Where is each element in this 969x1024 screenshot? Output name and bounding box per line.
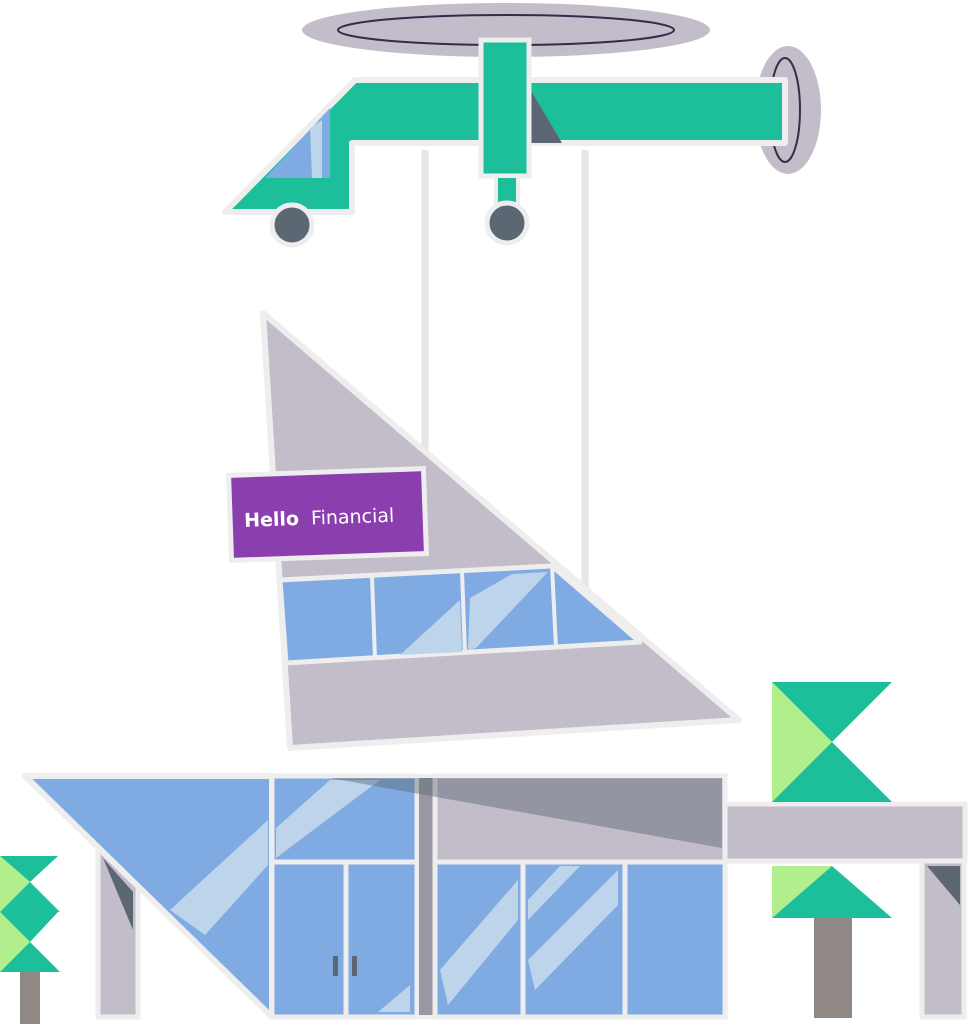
svg-text:Hello Financial: Hello Financial <box>244 505 395 532</box>
left-pillar-shadow <box>103 858 133 930</box>
helicopter-body <box>222 77 788 215</box>
tree-icon <box>772 682 892 1018</box>
door-handle-right <box>352 956 357 976</box>
helicopter-icon <box>222 3 821 650</box>
door-handle-left <box>333 956 338 976</box>
sign-icon: Hello Financial <box>226 466 430 563</box>
sign-bold-word: Hello <box>244 508 300 532</box>
roof-window-mullion <box>370 575 377 660</box>
center-column <box>415 774 437 1019</box>
tree-leaf <box>0 912 30 972</box>
tree-leaf <box>772 682 832 802</box>
wheel-front <box>269 202 315 248</box>
tree-leaf <box>0 882 60 912</box>
body-shadow <box>527 84 562 143</box>
rotor-mast <box>478 37 532 179</box>
right-window-3 <box>622 859 728 1020</box>
hello-financial-sign <box>226 466 430 563</box>
glass-glint <box>276 780 380 858</box>
hanging-roof-piece: Hello Financial <box>226 310 742 751</box>
glass-glint <box>440 880 518 1005</box>
cockpit-window-glint <box>310 120 322 178</box>
door-left <box>269 859 349 1020</box>
roof-window-mullion <box>460 570 467 655</box>
tree-leaf <box>772 866 892 918</box>
tree-icon <box>0 856 60 1024</box>
glass-glint <box>378 985 410 1012</box>
building-icon <box>22 773 968 1020</box>
sign-word: Financial <box>311 505 395 530</box>
glass-glint <box>170 820 268 935</box>
main-rotor <box>302 3 710 57</box>
tree-leaf <box>0 942 60 972</box>
tree-leaf <box>0 856 58 882</box>
tree-leaf <box>772 682 892 742</box>
roof-window-mullion <box>550 565 558 649</box>
roof-shadow <box>330 778 722 848</box>
roof-window-glint <box>400 600 462 655</box>
landing-strut <box>494 174 520 206</box>
tree-leaf <box>0 856 30 912</box>
right-wing-beam <box>722 801 968 864</box>
tree-trunk <box>20 972 40 1024</box>
wheel-rear <box>484 200 530 246</box>
glass-glint <box>528 866 580 920</box>
roof-window-glint <box>468 572 548 650</box>
tree-leaf <box>772 742 892 802</box>
tree-leaf <box>0 912 58 942</box>
glass-glint <box>528 870 618 990</box>
tree-trunk <box>814 918 852 1018</box>
right-pillar-shadow <box>927 866 960 905</box>
